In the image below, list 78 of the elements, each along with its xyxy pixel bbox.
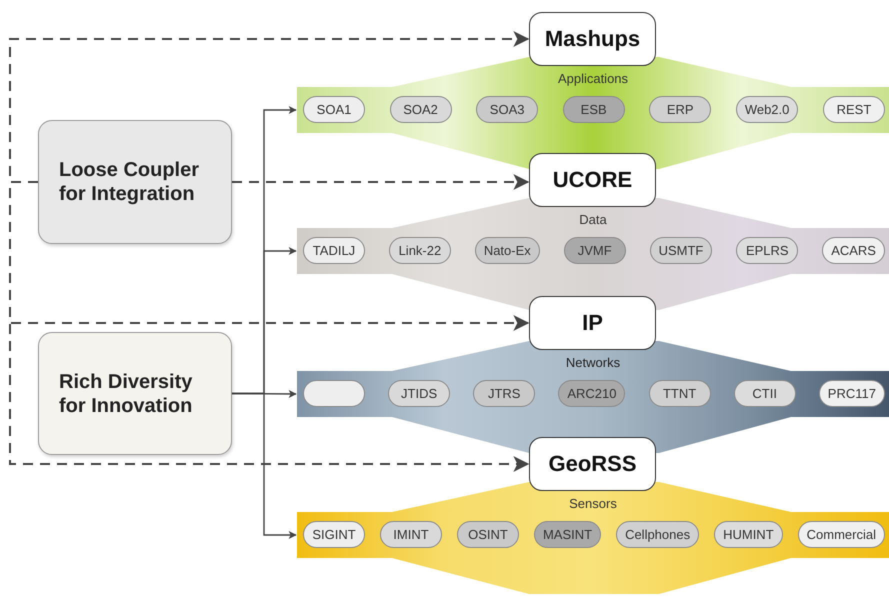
tag-label: JVMF (578, 243, 612, 258)
tag-pill (714, 521, 783, 548)
tag-pill (476, 96, 538, 123)
tag-pill (388, 380, 450, 407)
concept-box (38, 120, 232, 244)
tag-pill (736, 96, 798, 123)
box-title: Rich Diversity for Innovation (59, 370, 194, 418)
tag-pill (818, 380, 885, 407)
layer-band (297, 198, 889, 310)
tag-label: Web2.0 (744, 102, 790, 117)
tag-pill (380, 521, 442, 548)
layer-label: Applications (558, 71, 628, 86)
standard-box (529, 153, 656, 207)
tag-label: CTII (752, 386, 777, 401)
tag-pill (649, 96, 712, 123)
box-title: GeoRSS (548, 451, 637, 477)
standard-box (529, 296, 656, 350)
tag-pill (648, 380, 711, 407)
tag-pill (558, 380, 626, 407)
tag-label: ACARS (831, 243, 876, 258)
tag-label: ARC210 (567, 386, 616, 401)
tag-pill (388, 237, 451, 264)
tag-pill (473, 380, 536, 407)
tag-pill (564, 237, 626, 264)
tag-label: TTNT (662, 386, 696, 401)
box-title: UCORE (552, 167, 632, 193)
box-title: IP (582, 310, 603, 336)
tag-pill (303, 96, 365, 123)
tag-pill (736, 237, 798, 264)
tag-pill (822, 237, 885, 264)
tag-label: Nato-Ex (484, 243, 531, 258)
tag-label: Link-22 (398, 243, 442, 258)
layer-band (297, 341, 889, 453)
tag-label: SOA2 (403, 102, 438, 117)
tag-label: PRC117 (828, 386, 876, 401)
layer-label: Sensors (569, 496, 617, 511)
tag-pill (650, 237, 712, 264)
tag-pill (534, 521, 602, 548)
layer-band (297, 57, 889, 169)
tag-label: Cellphones (625, 527, 690, 542)
tag-label: SIGINT (312, 527, 356, 542)
tag-label: ERP (666, 102, 694, 117)
tag-pill (734, 380, 796, 407)
tag-label: OSINT (468, 527, 508, 542)
tag-label: Commercial (806, 527, 876, 542)
tag-pill (798, 521, 885, 548)
tag-pill (390, 96, 452, 123)
tag-label: SOA1 (316, 102, 352, 117)
tag-label: REST (836, 102, 872, 117)
arrow (232, 392, 297, 539)
tag-label: ESB (580, 102, 607, 117)
standard-box (529, 437, 656, 491)
tag-pill (562, 96, 625, 123)
tag-label: MASINT (542, 527, 592, 542)
tag-pill (303, 380, 365, 407)
arrow (232, 174, 530, 190)
tag-label: IMINT (393, 527, 429, 542)
tag-pill (616, 521, 700, 548)
tag-label: EPLRS (746, 243, 789, 258)
tag-label: TADILJ (312, 243, 356, 258)
layer-label: Networks (566, 355, 620, 370)
layer-band (297, 482, 889, 594)
tag-label: HUMINT (723, 527, 774, 542)
tag-pill (474, 237, 540, 264)
arrow (9, 181, 530, 472)
tag-label: USMTF (658, 243, 704, 258)
tag-label: JTIDS (401, 386, 438, 401)
tag-pill (303, 521, 365, 548)
tag-label: SOA3 (490, 102, 524, 117)
box-title: Mashups (544, 26, 640, 52)
tag-label: JTRS (488, 386, 520, 401)
tag-pill (822, 96, 885, 123)
standard-box (529, 12, 656, 66)
tag-pill (456, 521, 519, 548)
tag-pill (303, 237, 365, 264)
layer-label: Data (579, 212, 607, 227)
box-title: Loose Coupler for Integration (59, 158, 200, 206)
concept-box (38, 332, 232, 455)
